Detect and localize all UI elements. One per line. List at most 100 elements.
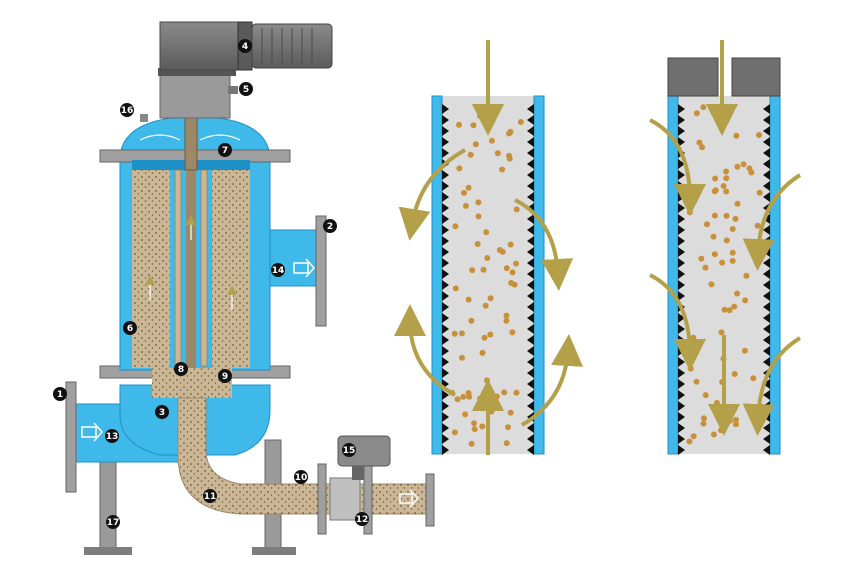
callout-9: 9 [218,369,232,383]
particle [700,104,707,111]
screen-tooth [527,445,534,455]
callout-12: 12 [355,512,369,526]
particle [750,375,757,382]
particle [711,212,718,219]
particle [509,269,516,276]
screen-tooth [527,137,534,147]
screen-tooth [527,423,534,433]
screen-tooth [527,302,534,312]
particle [713,399,720,406]
screen-tooth [678,269,685,279]
screen-tooth [527,236,534,246]
screen-backwash [394,40,584,455]
particle [465,184,472,191]
internal-flow-arrows [139,134,241,310]
screen-tooth [442,346,449,356]
particle [465,390,472,396]
screen-tooth [678,247,685,257]
particle [732,215,739,222]
callout-8: 8 [174,362,188,376]
support-leg-left [99,457,117,551]
particle [698,255,705,262]
callout-14: 14 [271,263,285,277]
particle [719,259,726,266]
screen-tooth [678,104,685,114]
screen-tooth [763,445,770,455]
screen-tooth [442,269,449,279]
outlet-pipe [261,229,323,287]
screen-tooth [527,368,534,378]
inlet-flange [65,381,77,493]
particle [687,365,694,372]
suction-scanner-left [174,169,182,367]
outlet-flange [315,215,327,327]
screen-tooth [527,170,534,180]
screen-tooth [527,225,534,235]
screen-tooth [527,247,534,257]
screen-tooth [678,170,685,180]
screen-tooth [442,115,449,125]
screen-tooth [442,335,449,345]
particle [686,438,693,445]
particle [483,229,490,236]
svg-text:10: 10 [295,473,308,483]
particle [479,423,486,430]
particle [501,389,508,396]
particle [708,281,715,288]
screen-wall-right-middle [533,95,545,455]
particle [723,212,730,219]
particle [484,255,491,261]
particle [480,266,487,273]
screen-tooth [527,324,534,334]
particle [482,302,489,309]
particle [459,354,465,361]
screen-tooth [442,423,449,433]
callout-17: 17 [106,515,120,529]
screen-tooth [442,412,449,422]
screen-tooth [442,104,449,114]
flush-flange-end [425,473,435,527]
particle [487,331,494,338]
screen-tooth [442,247,449,257]
screen-tooth [763,335,770,345]
particle [462,411,469,418]
particle [723,237,730,244]
motor-mount [158,68,236,76]
particle [508,280,515,286]
particle [513,260,519,267]
screen-tooth [678,390,685,400]
screen-wall-left-middle [431,95,443,455]
particle [507,241,514,248]
particle [723,175,730,182]
screen-tooth [763,302,770,312]
particle [487,295,494,302]
particle [469,267,476,274]
screen-tooth [678,280,685,290]
svg-text:2: 2 [327,222,333,232]
particle [688,202,695,209]
screen-tooth [678,313,685,323]
svg-text:11: 11 [204,492,217,502]
screen-tooth [527,434,534,444]
particle [471,420,477,427]
callout-10: 10 [294,470,308,484]
particle [477,395,484,402]
callout-4: 4 [238,39,252,53]
screen-tooth [527,214,534,224]
particle [475,199,482,206]
particle [451,429,458,436]
screen-tooth [763,192,770,202]
particle [731,303,738,310]
screen-tooth [442,302,449,312]
particle [720,183,727,189]
particle [475,213,482,220]
particle [726,307,733,314]
screen-tooth [442,313,449,323]
particle [710,233,717,240]
particle [479,349,486,356]
collector-nozzle-left [667,57,719,97]
screen-tooth [763,324,770,334]
particle [488,137,495,144]
screen-tooth [442,368,449,378]
particle [451,330,458,337]
